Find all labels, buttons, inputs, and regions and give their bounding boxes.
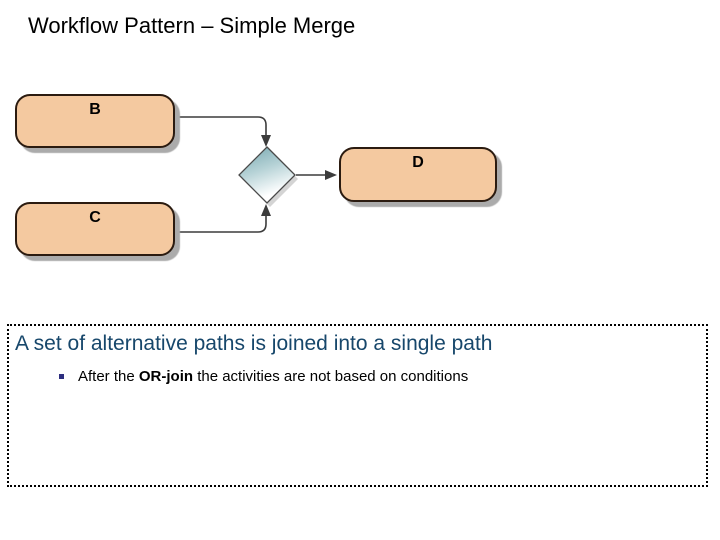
- note-bullet-text-bold: OR-join: [138, 368, 194, 385]
- or-join-gateway-icon: [238, 146, 296, 204]
- activity-node-c: C: [15, 202, 175, 256]
- activity-node-c-label: C: [89, 209, 101, 226]
- note-bullet-item: After the OR-join the activities are not…: [59, 368, 706, 385]
- note-heading: A set of alternative paths is joined int…: [15, 332, 493, 355]
- activity-node-d-label: D: [412, 154, 424, 171]
- connector-b-to-gateway: [175, 116, 271, 147]
- connector-c-to-gateway: [175, 204, 271, 233]
- note-bullet-text: After the OR-join the activities are not…: [78, 368, 468, 385]
- note-bullet-text-pre: After the: [78, 368, 139, 385]
- notes-box: A set of alternative paths is joined int…: [7, 324, 708, 487]
- activity-node-d: D: [339, 147, 497, 202]
- connector-gateway-to-d: [296, 170, 337, 180]
- bullet-square-icon: [59, 374, 64, 379]
- activity-node-b-label: B: [89, 101, 101, 118]
- activity-node-b: B: [15, 94, 175, 148]
- slide-title: Workflow Pattern – Simple Merge: [28, 13, 356, 38]
- note-bullet-text-post: the activities are not based on conditio…: [193, 368, 469, 385]
